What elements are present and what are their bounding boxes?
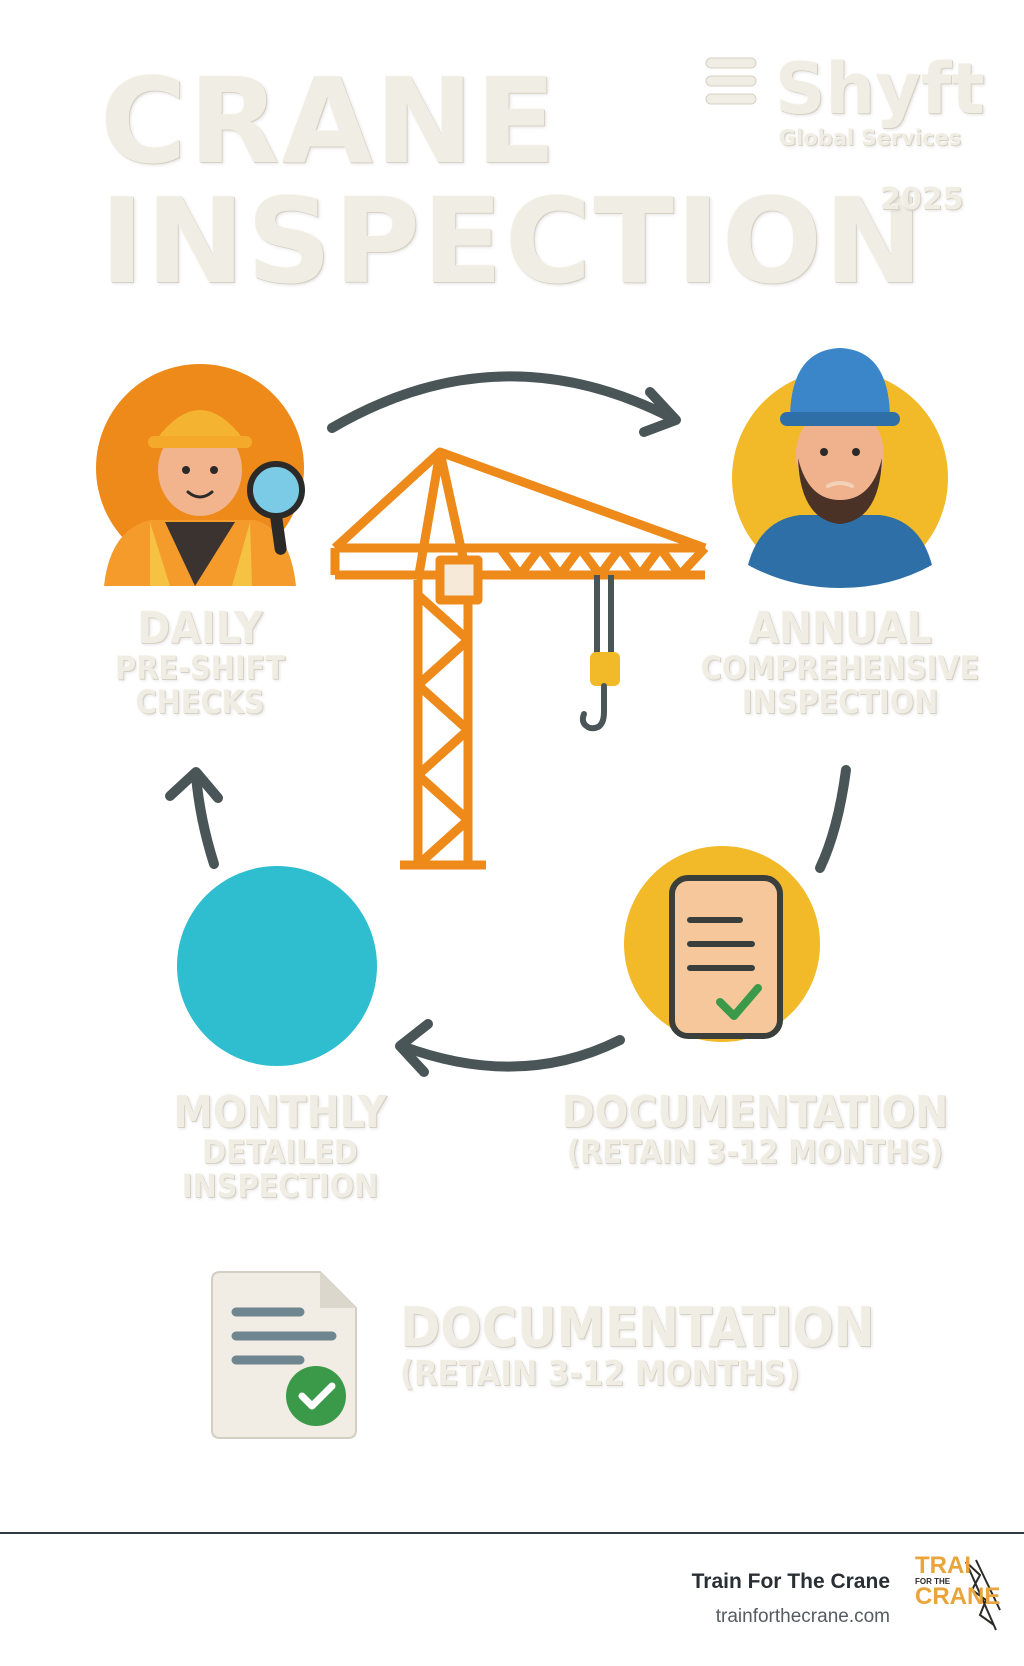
monthly-label: MONTHLY DETAILED INSPECTION xyxy=(140,1087,420,1205)
arrow-annual-to-documentation xyxy=(815,765,851,873)
documentation-block-label: DOCUMENTATION (RETAIN 3-12 MONTHS) xyxy=(400,1296,875,1394)
footer-logo-line-1: TRAI xyxy=(915,1552,971,1579)
title-line-2: INSPECTION xyxy=(100,172,925,310)
arrow-documentation-to-monthly-head xyxy=(395,1019,433,1077)
tower-crane-icon xyxy=(330,447,709,870)
documentation-checklist-icon xyxy=(624,846,820,1042)
footer-crane-logo-icon xyxy=(965,1559,1001,1631)
footer-logo-small: FOR THE xyxy=(915,1576,951,1586)
title-line-1: CRANE xyxy=(100,52,559,190)
arrow-documentation-to-monthly xyxy=(397,1035,625,1072)
footer-brand-name: Train For The Crane xyxy=(691,1570,890,1593)
documentation-block-line-1: (RETAIN 3-12 MONTHS) xyxy=(400,1353,800,1394)
annual-line-2: INSPECTION xyxy=(741,682,939,721)
document-check-icon xyxy=(211,1271,357,1439)
daily-label: DAILY PRE-SHIFT CHECKS xyxy=(80,603,320,721)
daily-inspector-icon xyxy=(96,364,305,586)
brand-year: 2025 xyxy=(880,182,964,217)
annual-label: ANNUAL COMPREHENSIVE INSPECTION xyxy=(690,603,990,721)
documentation-block-title: DOCUMENTATION xyxy=(400,1296,875,1359)
cycle-arrows xyxy=(165,371,851,1077)
brand-subtitle: Global Services xyxy=(778,126,962,150)
daily-line-2: CHECKS xyxy=(135,682,265,721)
monthly-line-1: DETAILED xyxy=(202,1133,358,1172)
annual-worker-icon xyxy=(732,348,948,588)
monthly-title: MONTHLY xyxy=(173,1087,387,1138)
monthly-circle-icon xyxy=(177,866,377,1066)
annual-line-1: COMPREHENSIVE xyxy=(700,649,980,688)
arrow-daily-to-annual-head xyxy=(639,387,681,437)
documentation-title: DOCUMENTATION xyxy=(561,1087,949,1138)
documentation-label: DOCUMENTATION (RETAIN 3-12 MONTHS) xyxy=(555,1087,955,1172)
footer-logo-line-2: CRANE xyxy=(915,1582,1001,1610)
footer-url[interactable]: trainforthecrane.com xyxy=(715,1606,890,1627)
arrow-monthly-to-daily-head xyxy=(165,767,223,803)
shyft-logo-icon xyxy=(705,57,757,105)
daily-line-1: PRE-SHIFT xyxy=(115,649,285,688)
annual-title: ANNUAL xyxy=(748,603,932,654)
arrow-daily-to-annual xyxy=(327,371,677,433)
monthly-line-2: INSPECTION xyxy=(181,1166,379,1205)
documentation-line-1: (RETAIN 3-12 MONTHS) xyxy=(566,1133,944,1172)
footer-logo: TRAI FOR THE CRANE xyxy=(915,1552,1001,1610)
brand-name: Shyft xyxy=(775,48,985,130)
daily-title: DAILY xyxy=(137,603,263,654)
footer-divider xyxy=(0,1532,1024,1534)
crane-hook-icon xyxy=(579,575,620,732)
arrow-monthly-to-daily xyxy=(191,771,219,869)
